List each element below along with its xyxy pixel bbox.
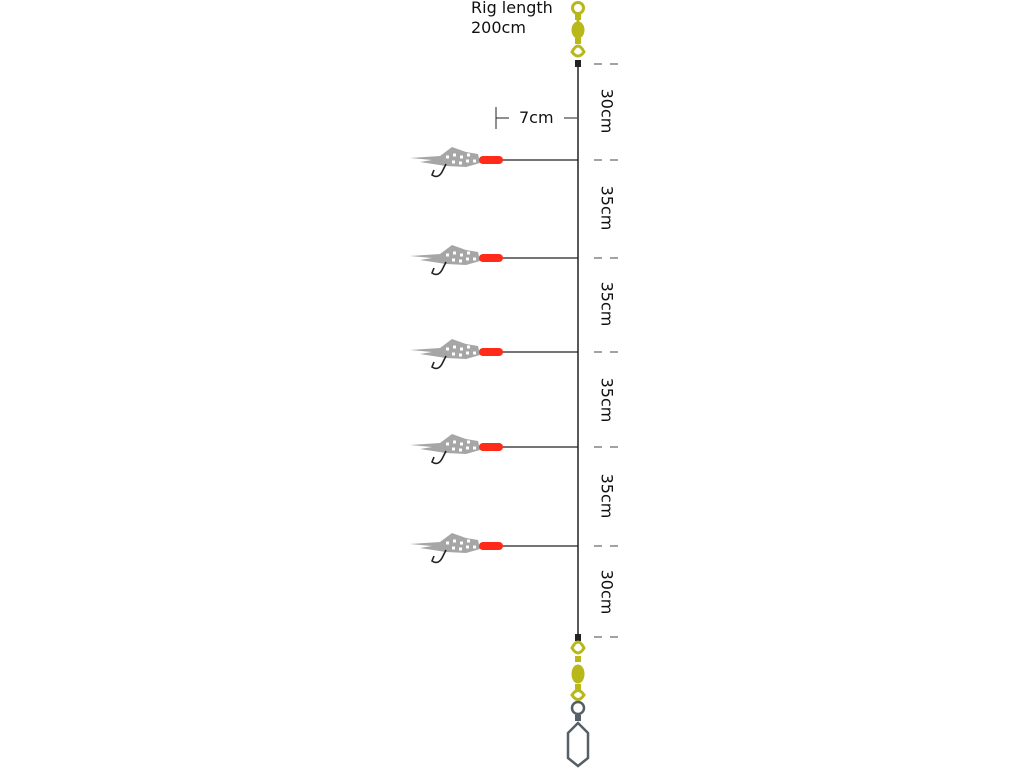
skirt-spot [446, 155, 449, 159]
skirt-spot [460, 347, 463, 351]
skirt-spot [466, 159, 469, 163]
segment-label: 35cm [597, 377, 617, 423]
skirt-icon [410, 339, 480, 359]
hook-icon [431, 163, 447, 178]
segment-label: 35cm [597, 281, 617, 327]
skirt-spot [453, 345, 456, 349]
segment-label: 35cm [597, 473, 617, 519]
dropper [410, 434, 578, 465]
skirt-spot [460, 541, 463, 545]
skirt-spot [467, 251, 470, 255]
skirt-spot [460, 253, 463, 257]
skirt-spot [446, 442, 449, 446]
bead-icon [479, 156, 503, 164]
bead-icon [479, 348, 503, 356]
top-swivel-icon [570, 1, 586, 58]
skirt-spot [460, 155, 463, 159]
skirt-icon [410, 147, 480, 167]
skirt-spot [453, 440, 456, 444]
skirt-spot [459, 448, 462, 452]
hook-icon [431, 261, 447, 276]
skirt-spot [459, 259, 462, 263]
rig-length-title-line1: Rig length [471, 0, 553, 17]
skirt-spot [473, 257, 476, 261]
skirt-spot [453, 251, 456, 255]
skirt-spot [459, 547, 462, 551]
segment-label: 35cm [597, 185, 617, 231]
skirt-spot [467, 440, 470, 444]
skirt-spot [473, 545, 476, 549]
skirt-spot [473, 351, 476, 355]
skirt-spot [460, 442, 463, 446]
segment-label: 30cm [597, 88, 617, 134]
leader-length-label: 7cm [519, 108, 554, 127]
skirt-spot [467, 345, 470, 349]
skirt-spot [452, 160, 455, 164]
skirt-spot [453, 539, 456, 543]
skirt-spot [473, 159, 476, 163]
skirt-icon [410, 245, 480, 265]
skirt-spot [473, 446, 476, 450]
hook-icon [431, 355, 447, 370]
skirt-icon [410, 434, 480, 454]
skirt-spot [459, 353, 462, 357]
skirt-spot [466, 446, 469, 450]
skirt-spot [467, 153, 470, 157]
skirt-spot [466, 257, 469, 261]
rig-length-title: Rig length 200cm [471, 0, 553, 38]
skirt-spot [466, 545, 469, 549]
skirt-spot [467, 539, 470, 543]
dropper [410, 339, 578, 370]
skirt-spot [459, 161, 462, 165]
leader-measure [495, 107, 577, 129]
skirt-spot [446, 347, 449, 351]
skirt-spot [452, 447, 455, 451]
skirt-spot [452, 258, 455, 262]
skirt-spot [452, 546, 455, 550]
skirt-icon [410, 533, 480, 553]
segment-dash-marks [594, 63, 618, 638]
droppers [410, 147, 578, 564]
dropper [410, 533, 578, 564]
hook-icon [431, 549, 447, 564]
bottom-swivel-icon [570, 640, 586, 701]
bead-icon [479, 254, 503, 262]
skirt-spot [446, 541, 449, 545]
skirt-spot [446, 253, 449, 257]
skirt-spot [452, 352, 455, 356]
dropper [410, 245, 578, 276]
bead-icon [479, 542, 503, 550]
bottom-crimp [575, 634, 581, 641]
segment-label: 30cm [597, 569, 617, 615]
skirt-spot [453, 153, 456, 157]
bead-icon [479, 443, 503, 451]
rig-length-title-line2: 200cm [471, 18, 526, 37]
top-crimp [575, 60, 581, 67]
skirt-spot [466, 351, 469, 355]
snap-clip-icon [566, 700, 590, 768]
dropper [410, 147, 578, 178]
hook-icon [431, 450, 447, 465]
